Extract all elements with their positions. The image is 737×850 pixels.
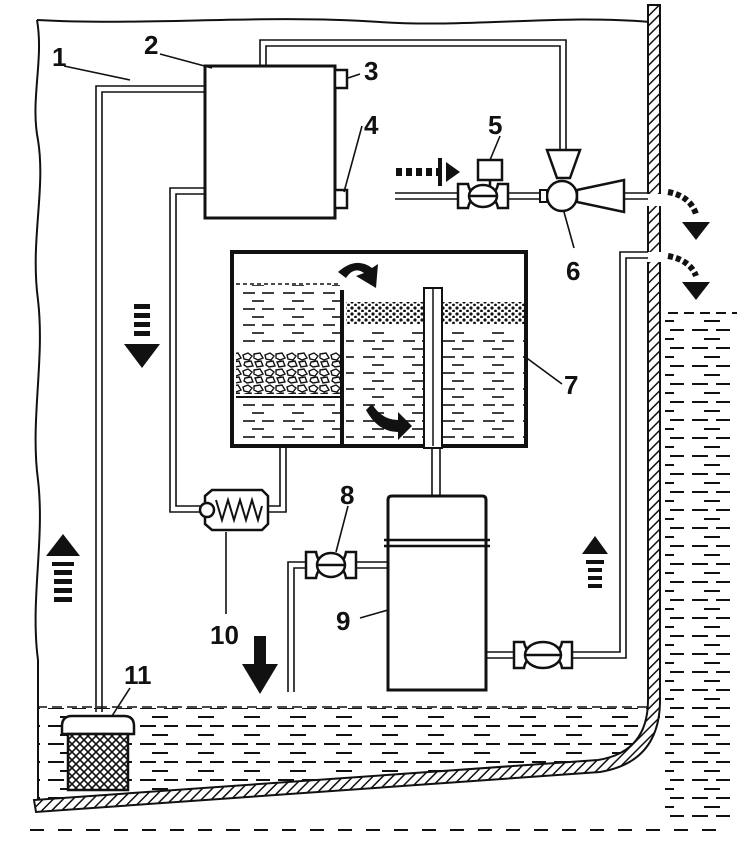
sensor-3 [333, 68, 349, 90]
pump-9 [384, 494, 490, 692]
labels: 1 2 3 4 5 6 7 8 9 10 11 [52, 30, 580, 690]
heater-10 [198, 488, 270, 532]
label-6: 6 [566, 256, 580, 286]
overboard-outlet-lower [645, 252, 663, 262]
strainer-11 [60, 714, 136, 792]
ship-hull [32, 4, 661, 814]
discharge-valve [512, 640, 574, 670]
arrow-up-dashed-left [46, 534, 80, 602]
valve-8 [304, 550, 358, 580]
label-11: 11 [124, 660, 152, 690]
label-7: 7 [564, 370, 578, 400]
ejector-6 [539, 148, 626, 214]
arrow-up-dashed-right [582, 536, 608, 588]
label-10: 10 [210, 620, 239, 650]
arrow-inflow-right [396, 158, 460, 186]
label-9: 9 [336, 606, 350, 636]
label-5: 5 [488, 110, 502, 140]
compartment-boundary [34, 18, 651, 800]
label-4: 4 [364, 110, 379, 140]
bilge-water [37, 706, 660, 800]
overboard-outlet-upper [645, 194, 663, 206]
arrow-overboard-upper [667, 189, 710, 240]
leader-lines [63, 53, 575, 717]
arrow-down-solid [242, 636, 278, 694]
sea-water-outside [665, 312, 737, 818]
sensor-4 [333, 188, 349, 210]
label-8: 8 [340, 480, 354, 510]
arrow-down-dashed-left [124, 304, 160, 368]
filter-media [236, 352, 340, 394]
unit-2-box [203, 64, 349, 220]
valve-5 [456, 158, 510, 210]
label-1: 1 [52, 42, 66, 72]
piping [95, 39, 648, 712]
label-2: 2 [144, 30, 158, 60]
arrow-overboard-lower [667, 253, 710, 300]
separator-tank-7 [230, 250, 528, 449]
flow-arrows [46, 158, 710, 694]
label-3: 3 [364, 56, 378, 86]
